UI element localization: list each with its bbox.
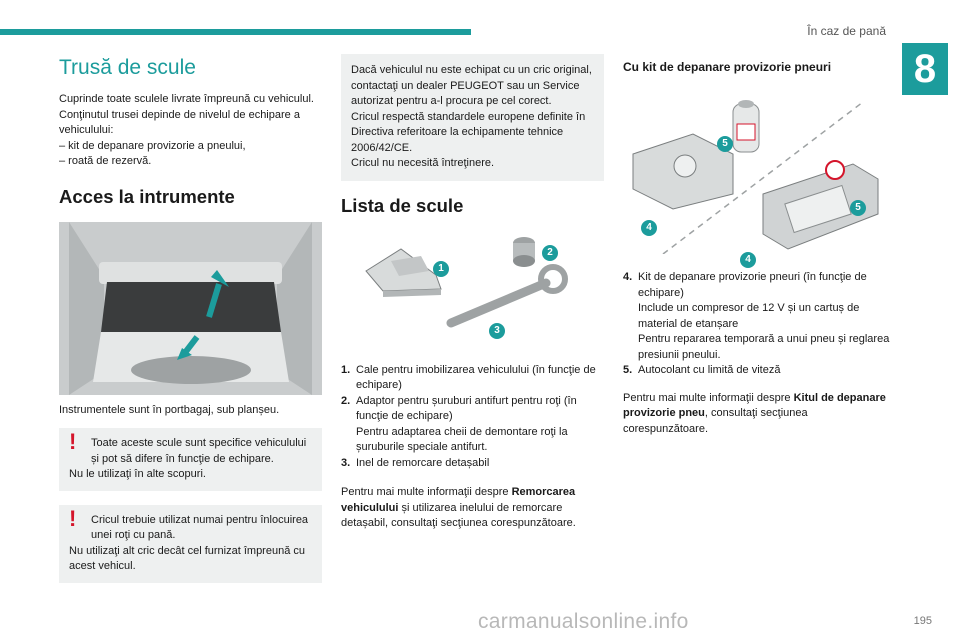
list-item: 4. Kit de depanare provizorie pneuri (în… [623,271,890,361]
callout-3: 3 [489,322,505,339]
header-accent-bar [0,29,471,35]
warning-text-2: Nu le utilizaţi în alte scopuri. [69,468,206,480]
callout-4: 4 [641,220,657,236]
column-2: Dacă vehiculul nu este echipat cu un cri… [341,54,604,532]
list-item: 2. Adaptor pentru șuruburi antifurt pent… [341,394,577,454]
callout-4b: 4 [740,252,756,268]
warning-text-2: Nu utilizaţi alt cric decât cel furnizat… [69,544,305,573]
page-number: 195 [913,615,932,627]
info-box-jack: Dacă vehiculul nu este echipat cu un cri… [341,54,604,181]
list-item: 3. Inel de remorcare detașabil [341,456,490,469]
chapter-number: 8 [902,43,948,95]
tools-illustration: 1 2 3 [341,231,604,343]
callout-1: 1 [433,260,449,277]
kit-list: 4. Kit de depanare provizorie pneuri (în… [623,270,893,379]
warning-icon: ! [69,505,77,531]
warning-icon: ! [69,429,77,454]
repair-kit-illustration: 5 5 4 4 [623,84,893,268]
callout-5: 5 [717,136,733,152]
intro-text: Cuprinde toate sculele livrate împreună … [59,93,314,167]
list-item: 5. Autocolant cu limită de viteză [623,364,781,376]
more-info-towing: Pentru mai multe informaţii despre Remor… [341,486,576,529]
page-title: Trusă de scule [59,56,196,79]
warning-text: Toate aceste scule sunt specifice vehicu… [91,437,307,465]
column-1: Trusă de scule Cuprinde toate sculele li… [59,50,322,583]
list-item: 1. Cale pentru imobilizarea vehiculului … [341,363,596,392]
heading-tool-list: Lista de scule [341,194,464,216]
warning-text: Cricul trebuie utilizat numai pentru înl… [91,513,309,542]
heading-repair-kit: Cu kit de depanare provizorie pneuri [623,60,832,74]
more-info-kit: Pentru mai multe informaţii despre Kitul… [623,391,886,435]
warning-box-tools: ! Toate aceste scule sunt specifice vehi… [59,428,322,491]
warning-box-jack: ! Cricul trebuie utilizat numai pentru î… [59,504,322,583]
trunk-illustration [59,221,322,395]
heading-access-tools: Acces la intrumente [59,185,235,207]
trunk-caption: Instrumentele sunt în portbagaj, sub pla… [59,403,280,416]
tool-list: 1. Cale pentru imobilizarea vehiculului … [341,363,604,472]
running-title: În caz de pană [807,24,886,38]
watermark: carmanualsonline.info [478,610,689,633]
callout-2: 2 [542,244,558,261]
callout-5b: 5 [850,200,866,216]
column-3: Cu kit de depanare provizorie pneuri 5 5… [623,58,893,437]
